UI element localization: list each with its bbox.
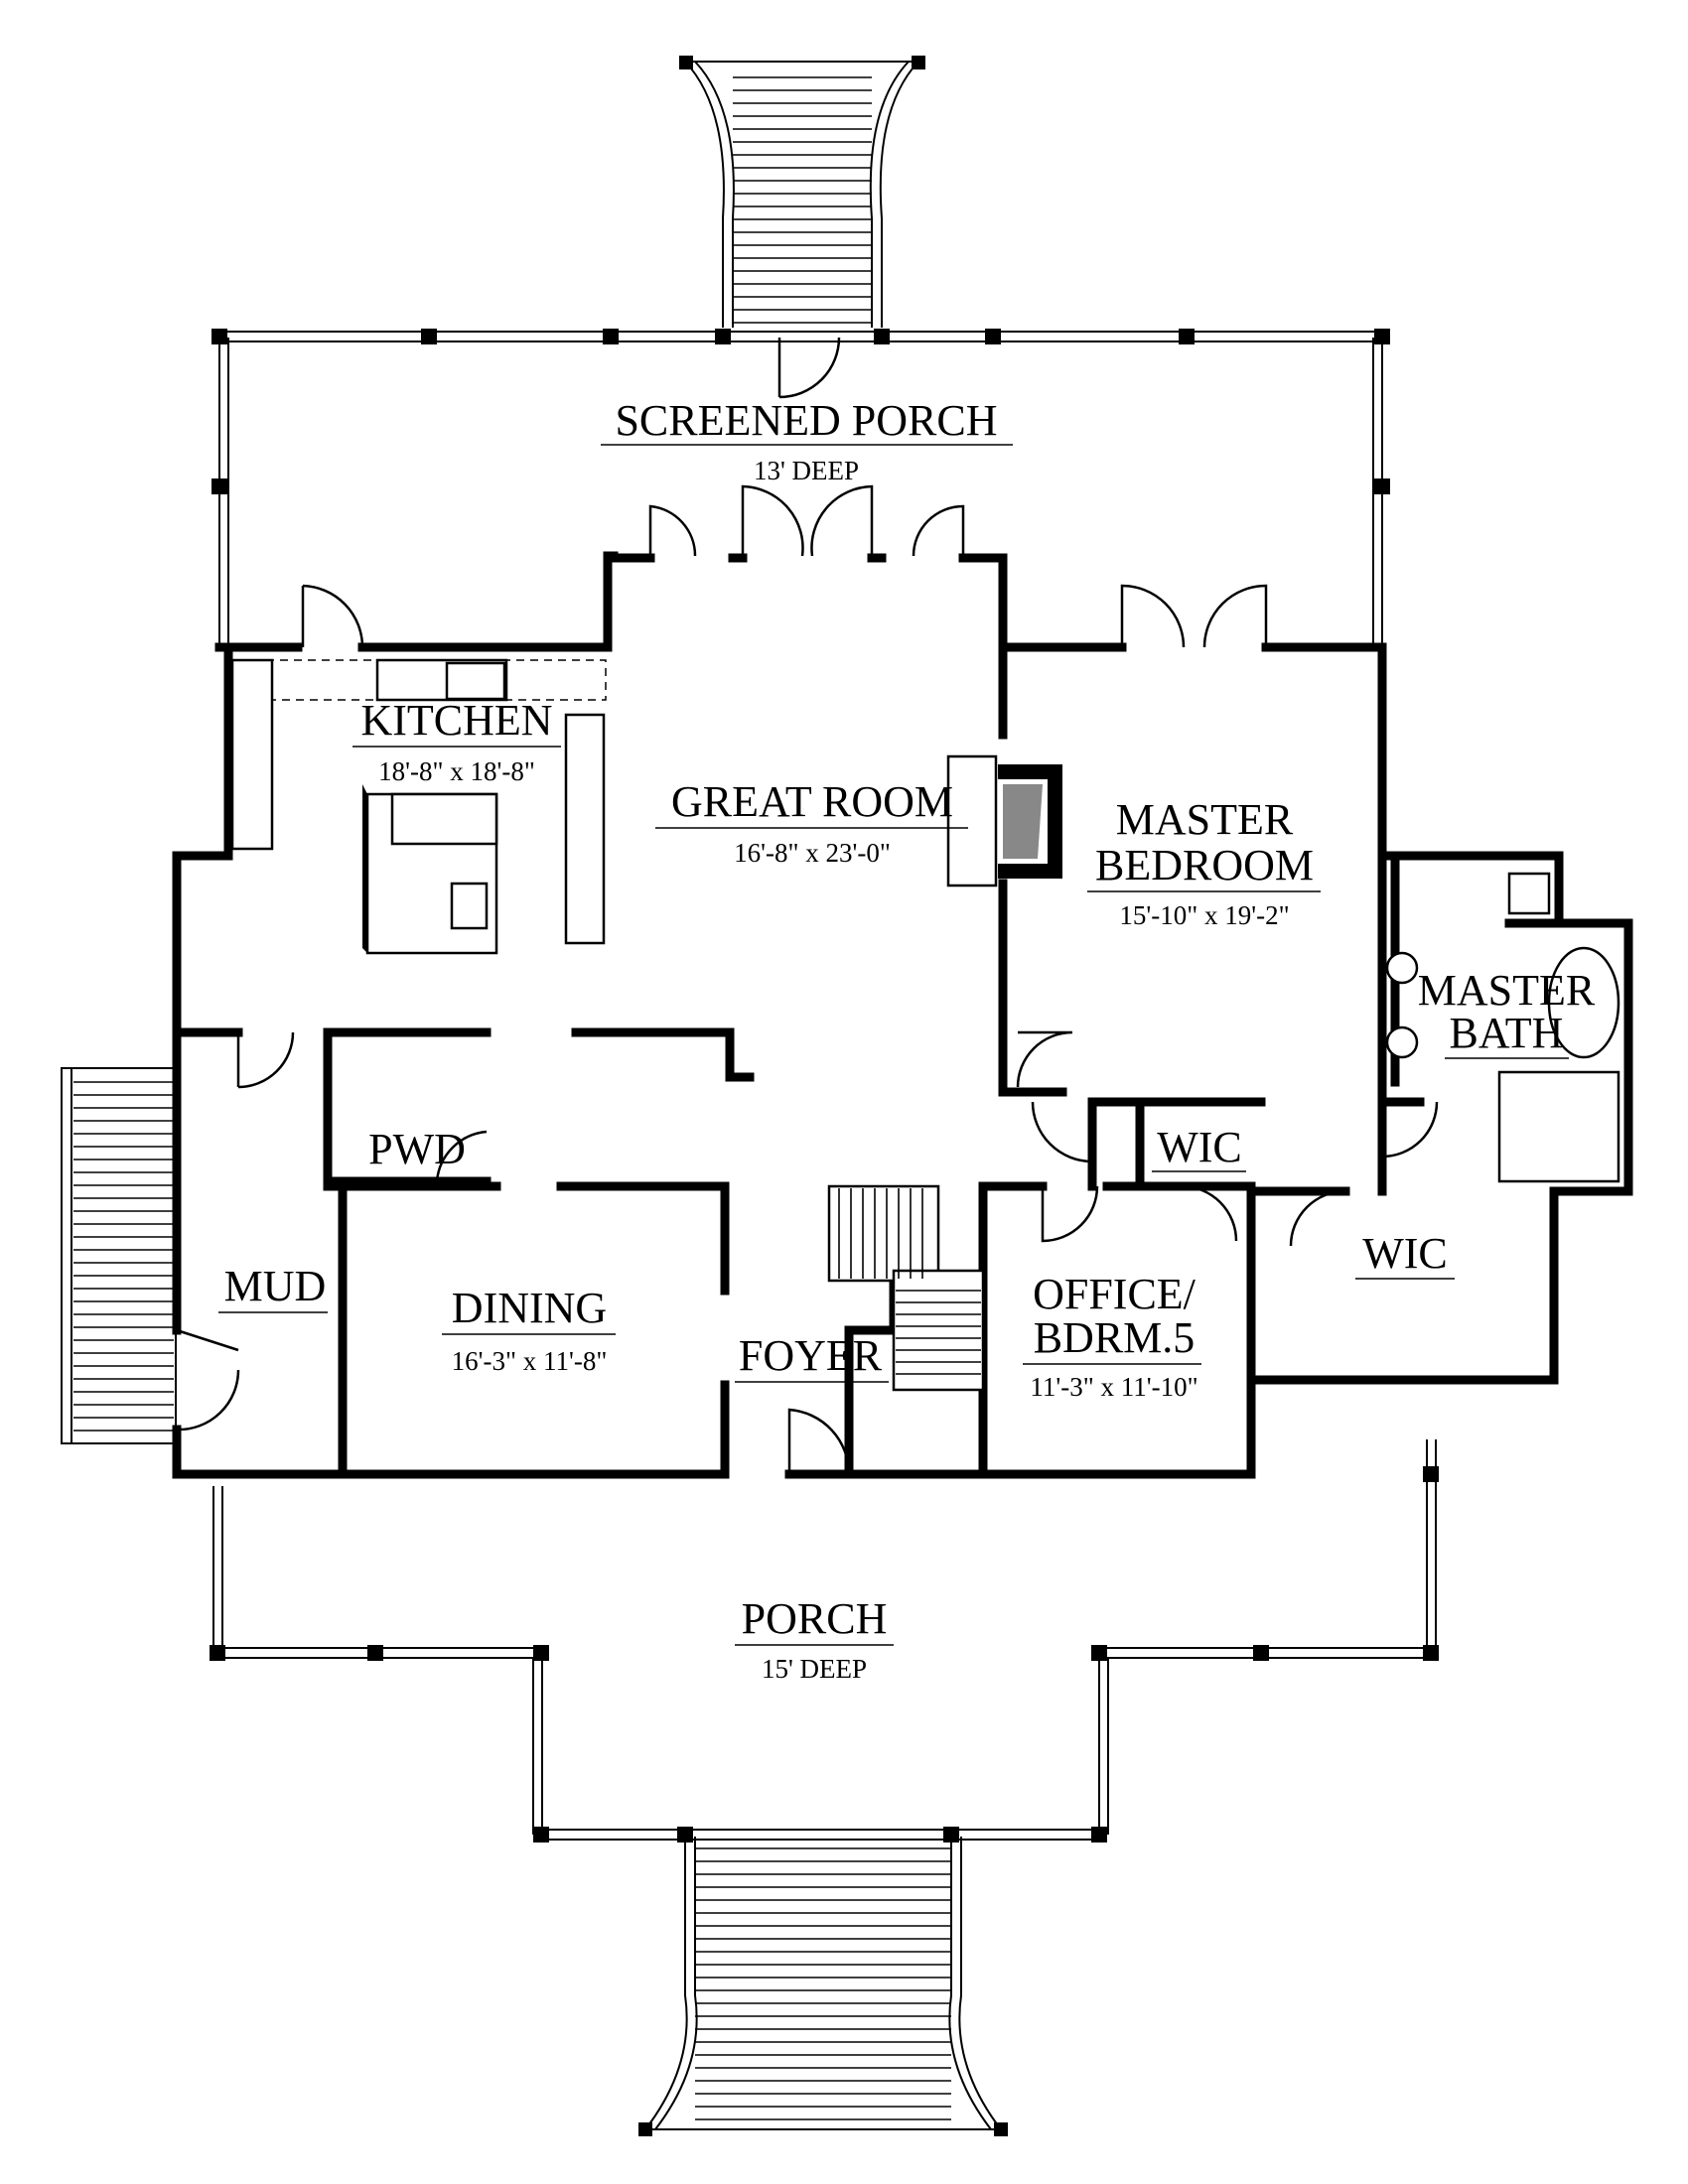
porch-post: [1253, 1645, 1269, 1661]
foyer-name: FOYER: [739, 1331, 883, 1380]
porch-post: [1423, 1645, 1439, 1661]
doors: [176, 484, 1439, 1475]
porch-post: [533, 1645, 549, 1661]
porch-post: [715, 329, 731, 344]
wic-2-name: WIC: [1362, 1229, 1448, 1278]
porch-post: [1423, 1466, 1439, 1482]
porch-name: PORCH: [742, 1594, 888, 1643]
porch-post: [211, 329, 227, 344]
office-name-2: BDRM.5: [1034, 1313, 1196, 1362]
porch-post: [1091, 1645, 1107, 1661]
master-bath-name-2: BATH: [1450, 1009, 1564, 1057]
screened-porch: [211, 329, 1390, 645]
screened-porch-dim: 13' DEEP: [754, 456, 859, 485]
interior-stair: [827, 1184, 985, 1392]
interior-walls: [172, 551, 1564, 1479]
porch-post: [367, 1645, 383, 1661]
screened-porch-name: SCREENED PORCH: [615, 396, 997, 445]
office-dim: 11'-3" x 11'-10": [1030, 1372, 1197, 1402]
porch-post: [533, 1827, 549, 1843]
porch-post: [1179, 329, 1195, 344]
front-stairs: [638, 1837, 1008, 2136]
kitchen-dim: 18'-8" x 18'-8": [378, 756, 535, 786]
porch-post: [874, 329, 890, 344]
porch-dim: 15' DEEP: [762, 1654, 867, 1684]
wic-1-name: WIC: [1157, 1123, 1242, 1171]
porch-post: [210, 1645, 225, 1661]
porch-post: [1091, 1827, 1107, 1843]
dining-dim: 16'-3" x 11'-8": [452, 1346, 608, 1376]
front-porch: [210, 1439, 1439, 1843]
office-name-1: OFFICE/: [1033, 1270, 1196, 1318]
kitchen-name: KITCHEN: [360, 696, 552, 745]
side-stairs: [61, 1067, 177, 1444]
porch-post: [985, 329, 1001, 344]
mud-name: MUD: [224, 1262, 327, 1310]
room-labels: SCREENED PORCH 13' DEEP KITCHEN 18'-8" x…: [218, 396, 1596, 1684]
porch-post: [677, 1827, 693, 1843]
porch-post: [211, 478, 227, 494]
pwd-name: PWD: [368, 1125, 466, 1173]
master-bath-name-1: MASTER: [1418, 966, 1596, 1015]
porch-post: [1374, 478, 1390, 494]
rear-stairs: [679, 56, 925, 328]
great-room-dim: 16'-8" x 23'-0": [734, 838, 891, 868]
master-bath-fixtures: [1385, 872, 1620, 1183]
porch-post: [943, 1827, 959, 1843]
porch-post: [1374, 329, 1390, 344]
master-bedroom-name-1: MASTER: [1116, 795, 1294, 844]
great-room-name: GREAT ROOM: [671, 777, 953, 826]
dining-name: DINING: [452, 1284, 607, 1332]
kitchen-fixtures: [230, 658, 607, 955]
porch-post: [603, 329, 619, 344]
master-bedroom-dim: 15'-10" x 19'-2": [1119, 900, 1289, 930]
porch-post: [421, 329, 437, 344]
master-bedroom-name-2: BEDROOM: [1095, 841, 1314, 889]
